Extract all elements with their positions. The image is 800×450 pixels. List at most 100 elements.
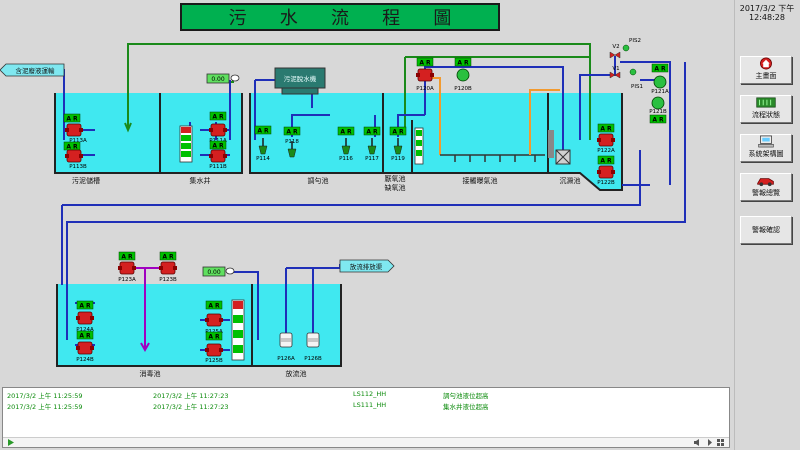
flow-meter-2: 0.00 [202,266,235,277]
alarm-tag: LS112_HH [353,390,387,398]
svg-text:P113A: P113A [69,138,87,144]
label-equal-tank: 調勻池 [308,176,329,185]
nav-home-label: 主畫面 [755,72,777,80]
svg-text:P126B: P126B [304,356,322,362]
pump-p122a[interactable]: P122A [596,123,616,154]
pump-p111a[interactable]: P111A [208,111,228,144]
play-icon[interactable] [6,438,16,447]
pump-p119[interactable]: P119 [389,126,407,162]
svg-text:P116: P116 [339,156,353,162]
pump-p117[interactable]: P117 [363,126,381,162]
svg-text:V1: V1 [612,66,619,72]
svg-text:P117: P117 [365,156,379,162]
computer-icon [758,135,774,148]
aeration-diffusers [454,155,536,162]
pump-p118[interactable]: P118 [283,126,301,158]
pump-p120a[interactable]: P120A [415,57,435,92]
sludge-dewater-machine[interactable]: 污泥脫水機 [274,67,326,95]
svg-text:P125B: P125B [205,358,223,364]
svg-text:P120A: P120A [416,86,434,92]
speaker-icon[interactable] [693,438,703,447]
alarm-list[interactable]: 2017/3/2 上午 11:25:59 2017/3/2 上午 11:27:2… [2,387,730,448]
label-aeration-tank: 接觸曝氣池 [463,176,498,185]
flow-meter-1: 0.00 [206,73,240,84]
chevron-right-icon[interactable] [705,438,715,447]
process-board-icon [756,97,776,108]
pump-p113b[interactable]: P113B [63,141,87,170]
pump-p121a[interactable]: P121A [651,63,669,95]
nav-alarm-ack-button[interactable]: 警報確認 [740,216,792,244]
tank-row-main [249,93,623,191]
pump-p123b[interactable]: P123B [158,251,178,283]
pump-p114[interactable]: P114 [254,125,272,162]
alarm-time-occurred: 2017/3/2 上午 11:25:59 [7,403,83,411]
tank-lower [56,284,342,367]
svg-text:P126A: P126A [277,356,295,362]
pump-p125a[interactable]: P125A [204,300,224,335]
level-indicator-collect [179,125,193,163]
svg-text:P113B: P113B [69,164,87,170]
level-indicator-anox [414,127,424,165]
svg-text:P119: P119 [391,156,405,162]
svg-text:V2: V2 [612,44,619,50]
pump-p122b[interactable]: P122B [596,155,616,186]
pump-p126a[interactable]: P126A [277,332,295,362]
nav-process-button[interactable]: 流程狀態 [740,95,792,123]
alarm-time-occurred: 2017/3/2 上午 11:25:59 [7,392,83,400]
nav-architecture-button[interactable]: 系統架構圖 [740,134,792,162]
title-char-2: 水 [279,8,298,29]
pump-p124b[interactable]: P124B [75,330,95,363]
pump-p121b[interactable]: P121B [649,96,667,124]
svg-text:P122B: P122B [597,180,615,186]
svg-text:PIS2: PIS2 [629,38,641,44]
label-collect-well: 集水井 [190,176,211,185]
alarm-message: 調勻池液位超高 [443,392,489,400]
alarm-message: 集水井液位超高 [443,403,489,411]
nav-architecture-label: 系統架構圖 [748,150,784,158]
wastewater-flow-diagram: 含泥廢液運輸 放流排放渠 污泥脫水機 0.00 0.00 [0,38,686,378]
pump-p124a[interactable]: P124A [75,300,95,333]
nav-alarm-overview-label: 警報總覽 [752,189,780,197]
svg-text:0.00: 0.00 [207,269,221,276]
svg-text:P123B: P123B [159,277,177,283]
svg-text:P124B: P124B [76,357,94,363]
valve-v1[interactable]: V1 [609,66,621,79]
pump-p111b[interactable]: P111B [208,140,228,170]
pump-p113a[interactable]: P113A [63,113,87,144]
nav-alarm-ack-label: 警報確認 [752,226,780,234]
svg-text:含泥廢液運輸: 含泥廢液運輸 [16,66,56,75]
pump-p125b[interactable]: P125B [204,331,224,364]
alarm-row[interactable]: 2017/3/2 上午 11:25:59 2017/3/2 上午 11:27:2… [3,401,729,411]
svg-text:P124A: P124A [76,327,94,333]
alarm-tag: LS111_HH [353,401,387,409]
svg-text:PIS1: PIS1 [631,84,643,90]
pump-p123a[interactable]: P123A [117,251,137,283]
level-indicator-disinfect [231,299,245,361]
alarm-car-icon [757,178,774,187]
svg-text:P123A: P123A [118,277,136,283]
label-disinfect-tank: 消毒池 [140,369,161,378]
pump-p120b[interactable]: P120B [454,57,472,92]
label-settle-tank: 沉澱池 [560,176,581,185]
nav-home-button[interactable]: 主畫面 [740,56,792,84]
title-char-4: 程 [382,8,401,29]
home-icon [760,57,772,70]
svg-text:0.00: 0.00 [211,76,225,83]
pump-p116[interactable]: P116 [337,126,355,162]
svg-text:污泥脫水機: 污泥脫水機 [284,74,317,83]
alarm-row[interactable]: 2017/3/2 上午 11:25:59 2017/3/2 上午 11:27:2… [3,390,729,400]
svg-text:P118: P118 [285,139,299,145]
svg-text:P111B: P111B [209,164,227,170]
nav-alarm-overview-button[interactable]: 警報總覽 [740,173,792,201]
sensor-pis1: PIS1 [629,68,643,90]
label-sludge-tank: 污泥儲槽 [72,176,100,185]
valve-v2[interactable]: V2 [609,44,621,59]
pump-p126b[interactable]: P126B [304,332,322,362]
sensor-pis2: PIS2 [622,38,641,52]
grid-icon[interactable] [716,438,726,447]
discharge-out-label: 放流排放渠 [339,259,395,273]
label-anox-tank-1: 厭氧池 [385,174,406,183]
title-char-5: 圖 [433,8,452,29]
sludge-out-label: 含泥廢液運輸 [0,63,65,77]
svg-text:P121B: P121B [649,109,667,115]
